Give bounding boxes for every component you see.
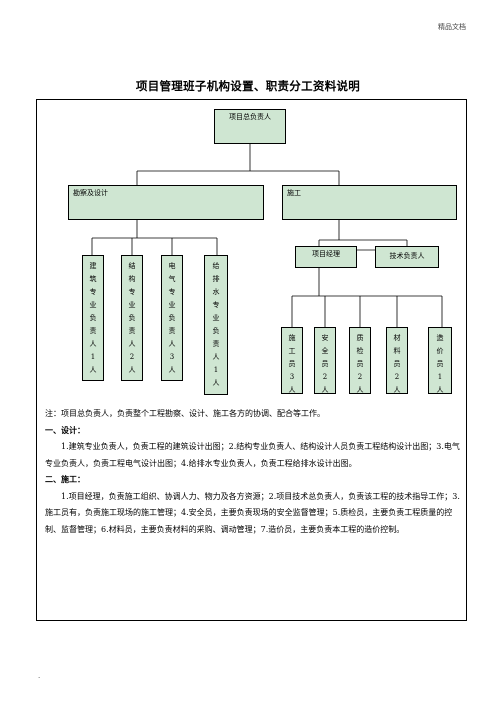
- box-site-engineer: 施工员 3 人: [281, 327, 303, 394]
- char: 责: [89, 327, 97, 335]
- box-project-lead: 项目总负责人: [214, 109, 286, 144]
- char: 责: [168, 327, 176, 335]
- char: 检: [356, 347, 364, 355]
- char: 2: [394, 373, 400, 381]
- char: 气: [168, 275, 176, 283]
- char: 2: [129, 353, 135, 361]
- section-design-body: 1.建筑专业负责人，负责工程的建筑设计出图；2.结构专业负责人、结构设计人员负责…: [45, 442, 460, 468]
- section-construction-body: 1.项目经理，负责施工组织、协调人力、物力及各方资源；2.项目技术总负责人，负责…: [45, 491, 460, 534]
- char: 全: [321, 347, 329, 355]
- footer-mark: .: [38, 672, 41, 680]
- char: 构: [128, 275, 136, 283]
- box-technical-lead-label: 技术负责人: [389, 252, 425, 260]
- char: 料: [393, 347, 401, 355]
- char: 负: [89, 314, 97, 322]
- char: 专: [168, 288, 176, 296]
- box-cost-estimator: 造价员 1 人: [428, 327, 452, 394]
- notes-section: 注：项目总负责人，负责整个工程勘察、设计、施工各方的协调、配合等工作。 一、设计…: [37, 406, 468, 538]
- char: 员: [356, 360, 364, 368]
- char: 价: [436, 347, 444, 355]
- char: 人: [436, 386, 444, 394]
- char: 人: [212, 379, 220, 387]
- char: 人: [128, 340, 136, 348]
- char: 2: [322, 373, 328, 381]
- char: 业: [89, 301, 97, 309]
- box-safety-officer: 安全员 2 人: [314, 327, 336, 394]
- box-project-manager: 项目经理: [295, 246, 357, 268]
- char: 电: [168, 262, 176, 270]
- char: 1: [437, 373, 443, 381]
- char: 员: [288, 360, 296, 368]
- char: 人: [212, 353, 220, 361]
- char: 专: [128, 288, 136, 296]
- char: 负: [128, 314, 136, 322]
- char: 工: [288, 347, 296, 355]
- box-survey-design-label: 勘察及设计: [73, 189, 108, 197]
- char: 人: [321, 386, 329, 394]
- box-construction-label: 施工: [287, 189, 301, 197]
- char: 负: [168, 314, 176, 322]
- char: 安: [321, 334, 329, 342]
- box-survey-design: 勘察及设计: [68, 185, 264, 220]
- char: 2: [357, 373, 363, 381]
- char: 造: [436, 334, 444, 342]
- char: 责: [128, 327, 136, 335]
- char: 责: [212, 340, 220, 348]
- document-title: 项目管理班子机构设置、职责分工资料说明: [135, 79, 361, 93]
- char: 水: [212, 288, 220, 296]
- char: 业: [128, 301, 136, 309]
- box-technical-lead: 技术负责人: [375, 246, 439, 268]
- char: 质: [356, 334, 364, 342]
- char: 业: [212, 314, 220, 322]
- char: 建: [89, 262, 97, 270]
- char: 人: [168, 366, 176, 374]
- char: 3: [289, 373, 295, 381]
- box-quality-inspector: 质检员 2 人: [349, 327, 371, 394]
- char: 筑: [89, 275, 97, 283]
- char: 人: [393, 386, 401, 394]
- char: 材: [393, 334, 401, 342]
- char: 人: [288, 386, 296, 394]
- note-intro: 注：项目总负责人，负责整个工程勘察、设计、施工各方的协调、配合等工作。: [45, 409, 325, 418]
- char: 1: [213, 366, 219, 374]
- char: 结: [128, 262, 136, 270]
- char: 人: [128, 366, 136, 374]
- char: 人: [89, 366, 97, 374]
- char: 员: [393, 360, 401, 368]
- section-design-title: 一、设计：: [45, 425, 85, 435]
- org-chart-connectors: [91, 144, 443, 327]
- char: 员: [321, 360, 329, 368]
- box-materials-officer: 材料员 2 人: [386, 327, 408, 394]
- header-tag: 精品文档: [438, 23, 466, 31]
- char: 1: [90, 353, 96, 361]
- box-project-lead-label: 项目总负责人: [229, 113, 271, 121]
- char: 给: [212, 262, 220, 270]
- box-construction: 施工: [282, 185, 457, 220]
- box-project-manager-label: 项目经理: [312, 250, 340, 258]
- char: 排: [212, 275, 220, 283]
- char: 3: [169, 353, 175, 361]
- char: 施: [288, 334, 296, 342]
- char: 人: [89, 340, 97, 348]
- char: 人: [168, 340, 176, 348]
- char: 专: [89, 288, 97, 296]
- char: 人: [356, 386, 364, 394]
- char: 专: [212, 301, 220, 309]
- char: 员: [436, 360, 444, 368]
- char: 负: [212, 327, 220, 335]
- char: 业: [168, 301, 176, 309]
- section-construction-title: 二、施工：: [45, 475, 85, 484]
